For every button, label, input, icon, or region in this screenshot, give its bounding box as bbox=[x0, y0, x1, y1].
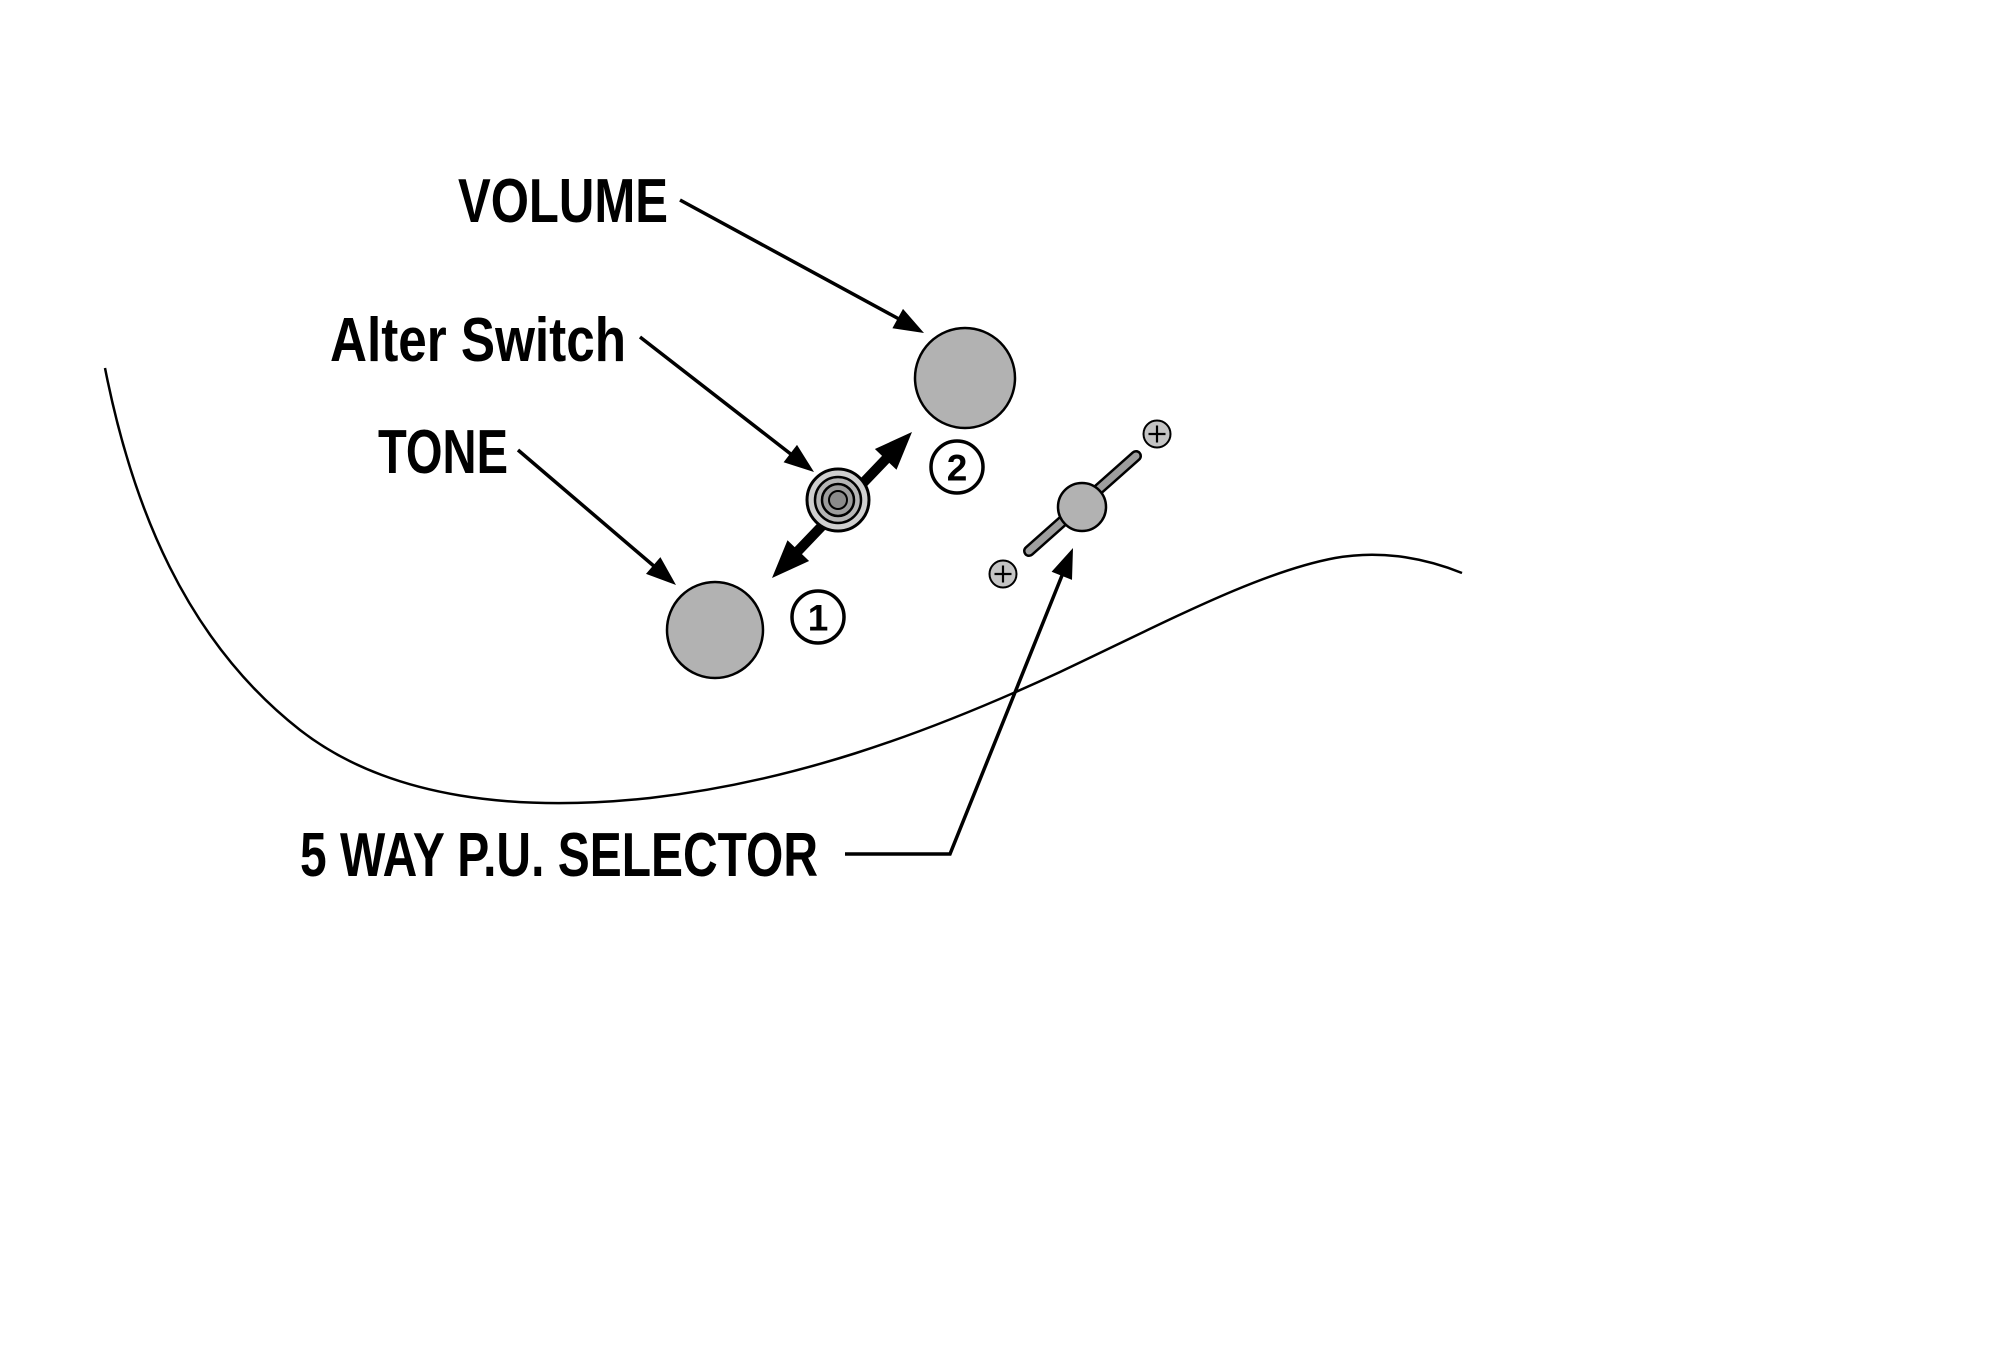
selector-leader-line bbox=[845, 572, 1065, 856]
alter-switch-center bbox=[828, 490, 848, 510]
selector-screw-bottom-icon bbox=[988, 559, 1018, 589]
tone-leader-arrowhead-icon bbox=[646, 557, 676, 585]
body-outline-curve bbox=[103, 367, 1463, 805]
five-way-selector-switch bbox=[988, 419, 1172, 589]
position-badge-2: 2 bbox=[929, 439, 985, 495]
selector-pivot-knob bbox=[1056, 481, 1108, 533]
alter-switch-label: Alter Switch bbox=[330, 306, 626, 375]
alter-switch-leader-line bbox=[638, 335, 794, 457]
volume-leader-arrowhead-icon bbox=[892, 308, 924, 333]
volume-label: VOLUME bbox=[458, 167, 668, 236]
position-badge-1-circle bbox=[790, 589, 846, 645]
position-badge-1: 1 bbox=[790, 589, 846, 645]
volume-knob bbox=[913, 326, 1017, 430]
selector-screw-top-icon bbox=[1142, 419, 1172, 449]
position-badge-2-circle bbox=[929, 439, 985, 495]
selector-label: 5 WAY P.U. SELECTOR bbox=[300, 821, 818, 890]
alter-switch-button bbox=[805, 467, 871, 533]
tone-leader-line bbox=[516, 448, 657, 569]
selector-leader-arrowhead-icon bbox=[1051, 548, 1073, 580]
direction-arrow-head-down bbox=[772, 540, 810, 578]
direction-arrow-head-up bbox=[874, 432, 912, 470]
position-badge-1-number: 1 bbox=[808, 598, 829, 639]
tone-label: TONE bbox=[378, 418, 508, 487]
tone-knob bbox=[665, 580, 765, 680]
position-badge-2-number: 2 bbox=[947, 448, 968, 489]
volume-leader-line bbox=[679, 198, 900, 321]
alter-switch-leader-arrowhead-icon bbox=[783, 444, 814, 472]
